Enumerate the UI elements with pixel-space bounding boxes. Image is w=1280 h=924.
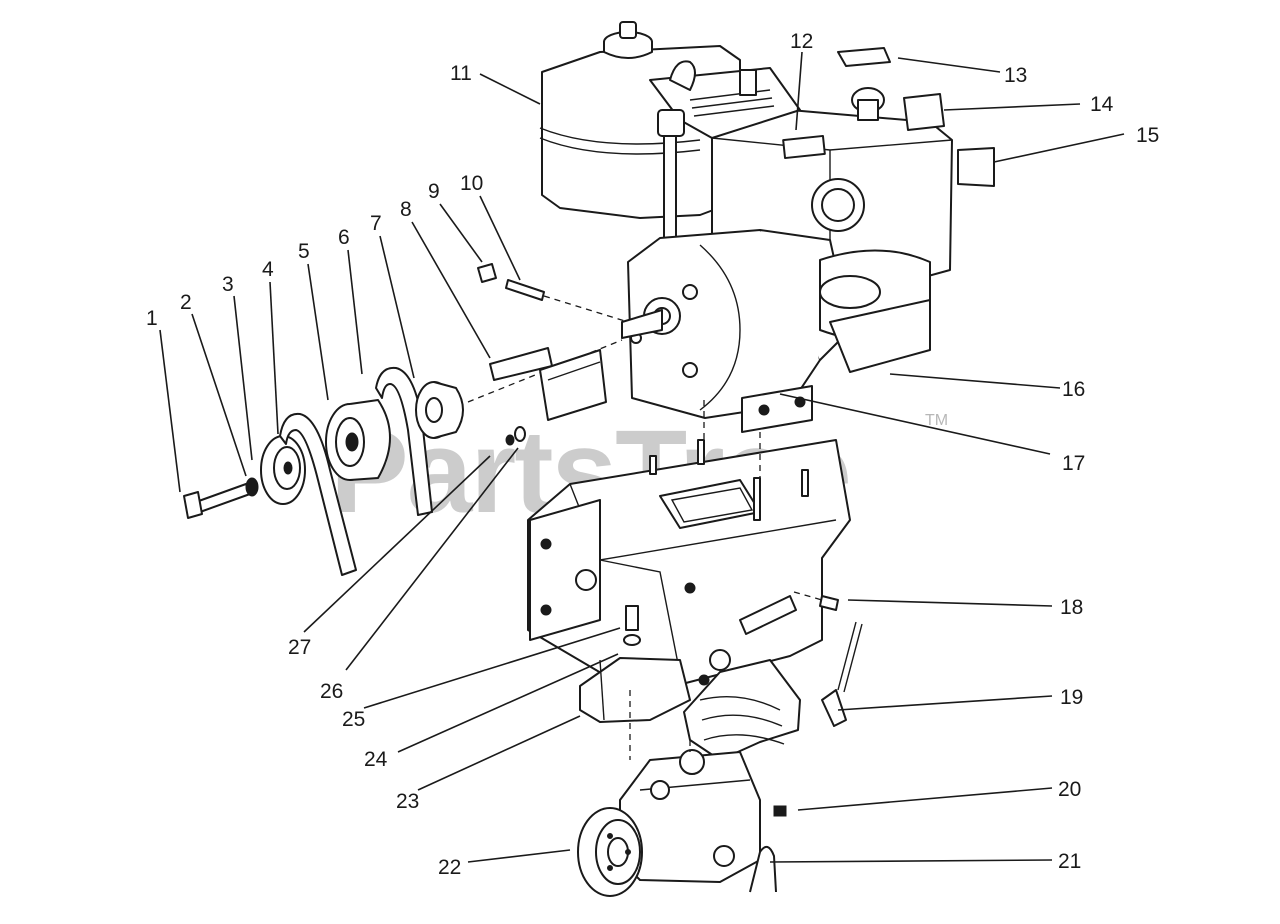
pulley-5 [325,399,391,481]
callout-12: 12 [790,30,813,53]
callout-13: 13 [1004,64,1027,87]
decal-14 [903,93,945,131]
bolt-1 [183,483,251,519]
pulley-7 [415,381,464,439]
leader-lines [159,51,1125,863]
callout-6: 6 [338,226,350,249]
washer-2 [245,477,259,497]
callout-22: 22 [438,856,461,879]
gearbox [577,657,801,897]
decal-13 [837,47,891,67]
pulley-22 [577,807,643,897]
bolt-25 [623,605,641,646]
callout-25: 25 [342,708,365,731]
watermark-trademark: TM [925,412,948,429]
callout-18: 18 [1060,596,1083,619]
callout-11: 11 [450,62,472,85]
callout-17: 17 [1062,452,1085,475]
callout-27: 27 [288,636,311,659]
engine-head [649,60,801,245]
nut-27 [505,434,515,446]
decals [837,47,995,187]
callout-4: 4 [262,258,274,281]
callout-10: 10 [460,172,483,195]
callout-24: 24 [364,748,388,771]
callout-15: 15 [1136,124,1159,147]
crankcase [621,229,931,433]
callout-19: 19 [1060,686,1083,709]
nut-20 [773,805,787,817]
cable-19 [821,621,863,727]
callout-14: 14 [1090,93,1114,116]
stud-10 [505,279,629,323]
decal-15 [957,147,995,187]
washer-24 [623,634,641,646]
frame [527,400,851,693]
callout-3: 3 [222,273,234,296]
callout-7: 7 [370,212,382,235]
nut-9 [477,263,497,283]
engine [539,21,953,433]
callout-8: 8 [400,198,412,221]
callout-numbers: 1 2 3 4 5 6 7 8 9 10 11 12 13 14 15 16 1… [146,30,1159,879]
bolt-18 [793,591,839,611]
callout-5: 5 [298,240,310,263]
clip-21 [749,845,777,893]
pulley-assembly [183,339,623,576]
callout-20: 20 [1058,778,1081,801]
bracket-8 [489,347,607,421]
callout-23: 23 [396,790,419,813]
callout-26: 26 [320,680,343,703]
callout-2: 2 [180,291,192,314]
callout-21: 21 [1058,850,1081,873]
washer-26 [514,426,526,442]
callout-16: 16 [1062,378,1085,401]
pulley-3 [260,435,306,505]
callout-1: 1 [146,307,158,330]
callout-9: 9 [428,180,440,203]
belt-4 [279,412,357,576]
